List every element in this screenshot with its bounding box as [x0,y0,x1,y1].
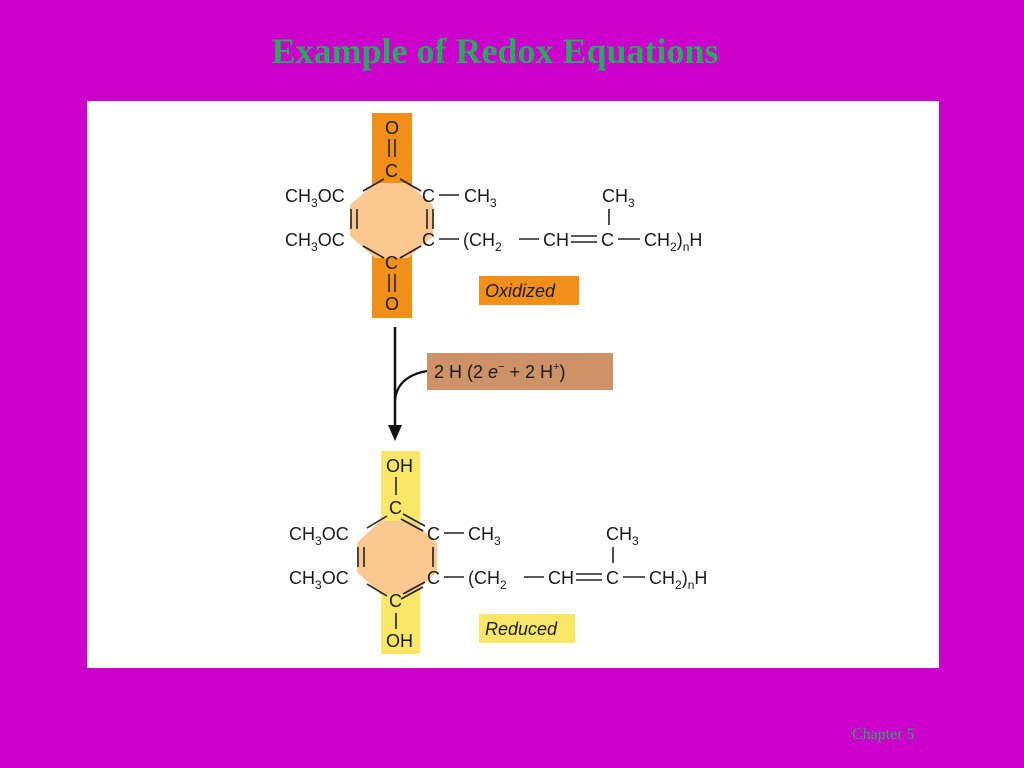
reduced-bottom-C: C [389,591,402,611]
reaction-box [427,353,613,390]
oxidized-top-C: C [385,161,398,181]
reduced-methyl: CH3 [468,524,501,548]
oxidized-chain-CH: CH [543,230,569,250]
reduced-chain-C: C [606,568,619,588]
oxidized-bottom-C: C [385,253,398,273]
oxidized-bond-bottom-right [399,245,422,259]
reduced-double-bond-bottom-right-a [402,581,426,595]
reduced-bond-top-left [366,515,388,529]
reduced-bond-bottom-left [366,583,388,597]
oxidized-right-top-C: C [422,186,435,206]
reduced-label-box [479,614,575,643]
oxidized-left-top-group: CH3OC [285,186,345,210]
oxidized-branch-methyl: CH3 [602,186,635,210]
reduced-bottom-OH: OH [386,631,413,651]
reduced-ring [357,521,437,594]
reduced-chain-end: CH2)nH [649,568,707,592]
chapter-footer: Chapter 5 [852,726,915,743]
reduced-chain-CH: CH [548,568,574,588]
reduced-double-bond-top-right-a [402,513,426,527]
oxidized-ring [350,183,433,258]
redox-diagram: O C CH3OC CH3OC C CH3 C (CH2 [285,113,707,654]
oxidized-bond-top-left [362,178,385,192]
reaction-arrow: 2 H (2 e− + 2 H+) [388,327,613,441]
arrow-head [388,425,402,441]
reduced-left-top-group: CH3OC [289,524,349,548]
reaction-text: 2 H (2 e− + 2 H+) [434,361,565,382]
reduced-chain-start: (CH2 [468,568,507,592]
reduced-top-OH: OH [386,456,413,476]
reduced-label: Reduced [485,619,558,639]
oxidized-methyl: CH3 [464,186,497,210]
oxidized-bottom-O: O [385,294,399,314]
oxidized-chain-start: (CH2 [463,230,502,254]
oxidized-bond-top-right [399,178,422,192]
reduced-right-top-C: C [427,524,440,544]
reduced-left-bottom-group: CH3OC [289,568,349,592]
oxidized-left-bottom-group: CH3OC [285,230,345,254]
oxidized-structure: O C CH3OC CH3OC C CH3 C (CH2 [285,113,702,318]
reduced-structure: OH C CH3OC CH3OC C CH3 C (CH2 [289,451,707,654]
oxidized-chain-C: C [601,230,614,250]
arrow-branch-curve [393,369,428,402]
reduced-right-bottom-C: C [427,568,440,588]
reduced-double-bond-top-right-b [400,518,424,532]
oxidized-bond-bottom-left [362,245,385,259]
reduced-double-bond-bottom-right-b [400,586,424,600]
oxidized-top-O: O [385,118,399,138]
oxidized-label: Oxidized [485,281,556,301]
oxidized-label-box [479,276,579,305]
diagram-panel: O C CH3OC CH3OC C CH3 C (CH2 [87,101,939,668]
oxidized-right-bottom-C: C [422,230,435,250]
slide-title: Example of Redox Equations [271,31,719,71]
reduced-top-C: C [389,498,402,518]
reduced-branch-methyl: CH3 [606,524,639,548]
oxidized-chain-end: CH2)nH [644,230,702,254]
